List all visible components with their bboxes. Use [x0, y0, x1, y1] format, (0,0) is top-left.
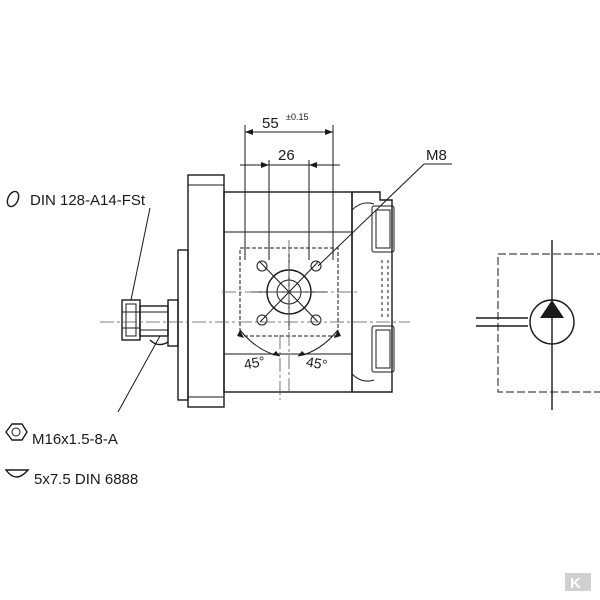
angle-label-left: 45° [243, 353, 267, 372]
callout-nut: M16x1.5-8-A [32, 431, 118, 448]
leader-lines [117, 163, 452, 413]
shaft-nut [121, 299, 141, 341]
bolt-hole-tl [256, 260, 268, 272]
ring-icon [6, 190, 20, 208]
angle-arc-left [239, 329, 281, 357]
logo-text: K [570, 575, 581, 592]
hydraulic-pump-symbol [476, 240, 600, 410]
bolt-hole-tr [310, 260, 322, 272]
centering-collar [167, 299, 179, 347]
bolt-hole-bl [256, 314, 268, 326]
nut-icon [5, 423, 28, 441]
watermark-logo: K [565, 573, 591, 592]
shaft [139, 305, 169, 337]
angle-label-right: 45° [305, 353, 329, 372]
bolt-hole-br [310, 314, 322, 326]
centerlines [100, 240, 410, 400]
dim-26: 26 [278, 147, 295, 164]
callout-thread: M8 [426, 147, 447, 164]
pump-arrow-icon [540, 300, 564, 318]
shaft-key [149, 339, 169, 346]
callout-ring: DIN 128-A14-FSt [30, 192, 146, 209]
callout-key: 5x7.5 DIN 6888 [34, 471, 138, 488]
pump-body [167, 174, 395, 408]
dim-55-tolerance: ±0.15 [286, 112, 308, 122]
flange-hub [177, 249, 189, 401]
dim-55: 55 [262, 115, 279, 132]
dimension-lines [240, 125, 340, 260]
mounting-flange [187, 174, 225, 408]
rear-cover [351, 191, 393, 393]
key-icon [4, 469, 30, 478]
angle-arc-right [297, 329, 339, 357]
shaft-assembly [121, 299, 169, 346]
